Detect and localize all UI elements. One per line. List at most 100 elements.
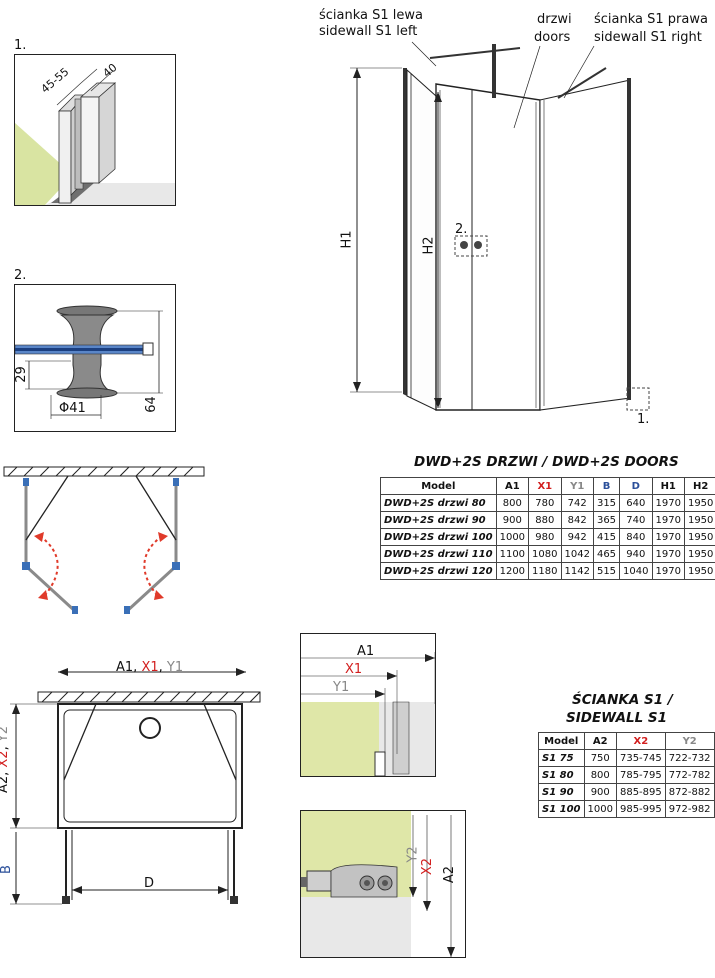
plan-a2-label: A2 bbox=[0, 775, 12, 794]
table-row: DWD+2S drzwi 90 900 880 842 365 740 1970… bbox=[380, 511, 715, 529]
table-cell: 1950 bbox=[683, 528, 715, 546]
table-cell: DWD+2S drzwi 90 bbox=[380, 511, 497, 529]
plan-d-label: D bbox=[144, 876, 155, 891]
doors-col-y1: Y1 bbox=[560, 477, 594, 495]
table-cell: 1040 bbox=[619, 562, 653, 580]
plan-y1-label: Y1 bbox=[166, 660, 184, 675]
h2-label: H2 bbox=[421, 236, 437, 255]
doors-col-x1: X1 bbox=[528, 477, 562, 495]
table-cell: 722-732 bbox=[664, 749, 715, 767]
table-cell: 1970 bbox=[651, 511, 685, 529]
left-sidewall-label-pl: ścianka S1 lewa bbox=[319, 8, 423, 23]
table-cell: S1 80 bbox=[538, 766, 585, 784]
left-sidewall-label-en: sidewall S1 left bbox=[319, 24, 418, 39]
doors-col-h1: H1 bbox=[651, 477, 685, 495]
table-cell: 900 bbox=[583, 783, 617, 801]
table-cell: DWD+2S drzwi 80 bbox=[380, 494, 497, 512]
table-cell: 1200 bbox=[495, 562, 530, 580]
table-cell: 885-895 bbox=[615, 783, 666, 801]
table-row: S1 100 1000 985-995 972-982 bbox=[538, 800, 715, 818]
table-cell: 1142 bbox=[560, 562, 594, 580]
table-cell: DWD+2S drzwi 100 bbox=[380, 528, 497, 546]
table-cell: 1950 bbox=[683, 511, 715, 529]
detail-a2-label: A2 bbox=[442, 865, 458, 884]
table-cell: 800 bbox=[583, 766, 617, 784]
sidewall-table-header-row: Model A2 X2 Y2 bbox=[538, 732, 715, 750]
table-cell: 1100 bbox=[495, 545, 530, 563]
plan-x2-label: X2 bbox=[0, 750, 12, 768]
table-cell: 1950 bbox=[683, 562, 715, 580]
table-cell: 515 bbox=[592, 562, 621, 580]
doors-col-model: Model bbox=[380, 477, 497, 495]
table-row: DWD+2S drzwi 120 1200 1180 1142 515 1040… bbox=[380, 562, 715, 580]
table-cell: 740 bbox=[619, 511, 653, 529]
table-cell: 985-995 bbox=[615, 800, 666, 818]
doors-label-pl: drzwi bbox=[537, 12, 572, 27]
detail-y2-label: Y2 bbox=[405, 846, 421, 863]
detail1-panel: 45-55 40 bbox=[14, 54, 176, 206]
table-cell: 785-795 bbox=[615, 766, 666, 784]
table-row: DWD+2S drzwi 110 1100 1080 1042 465 940 … bbox=[380, 545, 715, 563]
table-cell: 1950 bbox=[683, 545, 715, 563]
plan-comma-2: , bbox=[158, 660, 167, 675]
table-cell: 750 bbox=[583, 749, 617, 767]
table-cell: 640 bbox=[619, 494, 653, 512]
table-cell: 880 bbox=[528, 511, 562, 529]
callout-1: 1. bbox=[637, 412, 650, 427]
plan-a1-label: A1 bbox=[116, 660, 134, 675]
detail-y1-label: Y1 bbox=[333, 680, 350, 695]
right-sidewall-label-pl: ścianka S1 prawa bbox=[594, 12, 708, 27]
table-row: S1 80 800 785-795 772-782 bbox=[538, 766, 715, 784]
table-cell: 1080 bbox=[528, 545, 562, 563]
callout-2: 2. bbox=[455, 222, 468, 237]
doors-label-en: doors bbox=[534, 30, 571, 45]
plan-comma-1: , bbox=[133, 660, 142, 675]
detail-a2-drawing bbox=[301, 811, 465, 957]
sidewall-table-title-2: SIDEWALL S1 bbox=[566, 710, 668, 726]
detail-x2-label: X2 bbox=[420, 857, 436, 876]
sidewall-col-model: Model bbox=[538, 732, 585, 750]
detail2-dim-phi: Φ41 bbox=[59, 401, 86, 416]
table-cell: 465 bbox=[592, 545, 621, 563]
table-cell: DWD+2S drzwi 110 bbox=[380, 545, 497, 563]
detail-a1-panel: A1 X1 Y1 bbox=[300, 633, 436, 777]
detail2-number: 2. bbox=[14, 268, 27, 283]
h1-label: H1 bbox=[339, 230, 355, 249]
table-cell: 940 bbox=[619, 545, 653, 563]
plan-y2-label: Y2 bbox=[0, 725, 12, 743]
table-cell: 1042 bbox=[560, 545, 594, 563]
table-cell: 315 bbox=[592, 494, 621, 512]
detail2-drawing bbox=[15, 305, 163, 419]
detail-x1-label: X1 bbox=[345, 662, 363, 677]
table-cell: 1180 bbox=[528, 562, 562, 580]
table-cell: 942 bbox=[560, 528, 594, 546]
plan-x1-label: X1 bbox=[141, 660, 159, 675]
table-cell: S1 75 bbox=[538, 749, 585, 767]
table-row: S1 75 750 735-745 722-732 bbox=[538, 749, 715, 767]
doors-col-a1: A1 bbox=[495, 477, 530, 495]
sidewall-col-x2: X2 bbox=[615, 732, 666, 750]
table-cell: 1000 bbox=[583, 800, 617, 818]
detail-a2-panel: Y2 X2 A2 bbox=[300, 810, 466, 958]
table-row: S1 90 900 885-895 872-882 bbox=[538, 783, 715, 801]
table-cell: 840 bbox=[619, 528, 653, 546]
plan-side-dim-label: A2, X2, Y2 bbox=[0, 726, 11, 793]
detail1-number: 1. bbox=[14, 38, 27, 53]
doors-table-title: DWD+2S DRZWI / DWD+2S DOORS bbox=[414, 454, 679, 470]
sidewall-col-a2: A2 bbox=[583, 732, 617, 750]
table-row: DWD+2S drzwi 80 800 780 742 315 640 1970… bbox=[380, 494, 715, 512]
plan-top-dim-label: A1, X1, Y1 bbox=[116, 660, 183, 675]
table-cell: S1 100 bbox=[538, 800, 585, 818]
detail2-panel: 29 64 Φ41 bbox=[14, 284, 176, 432]
table-cell: 800 bbox=[495, 494, 530, 512]
table-cell: S1 90 bbox=[538, 783, 585, 801]
table-cell: 415 bbox=[592, 528, 621, 546]
doors-table-header-row: Model A1 X1 Y1 B D H1 H2 bbox=[380, 477, 715, 495]
right-sidewall-label-en: sidewall S1 right bbox=[594, 30, 702, 45]
doors-col-d: D bbox=[619, 477, 653, 495]
detail2-dim-29: 29 bbox=[13, 366, 29, 383]
table-cell: 1970 bbox=[651, 494, 685, 512]
table-cell: 900 bbox=[495, 511, 530, 529]
table-cell: 980 bbox=[528, 528, 562, 546]
table-cell: 842 bbox=[560, 511, 594, 529]
